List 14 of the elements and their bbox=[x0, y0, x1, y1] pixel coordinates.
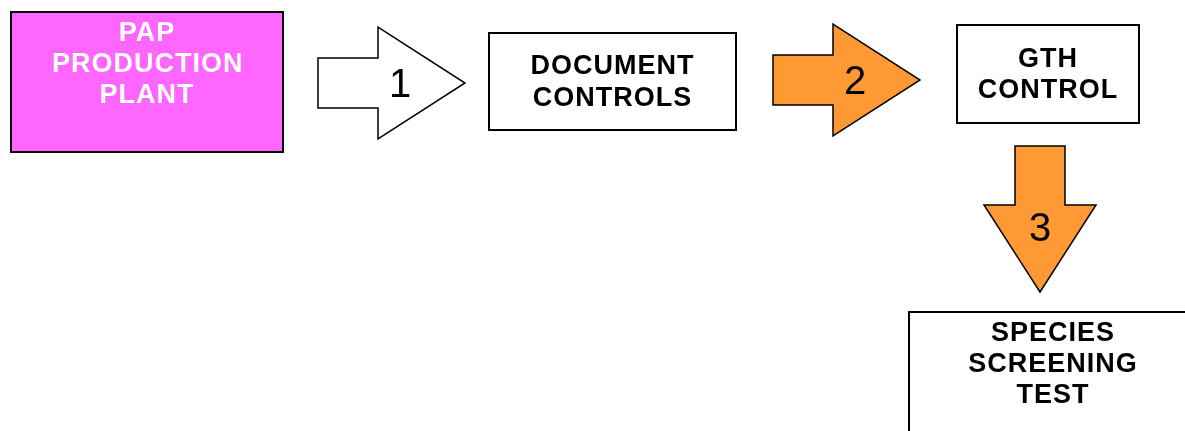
box-label: PAP PRODUCTION PLANT bbox=[51, 17, 245, 111]
process-box bbox=[10, 11, 284, 153]
box-label: SPECIES SCREENING TEST bbox=[967, 317, 1139, 411]
box-label: DOCUMENT CONTROLS bbox=[529, 50, 696, 113]
block-arrow bbox=[772, 22, 922, 138]
edge-label: 2 bbox=[843, 60, 867, 100]
process-box bbox=[488, 32, 737, 131]
edge-label: 1 bbox=[388, 63, 412, 103]
process-box bbox=[956, 24, 1140, 124]
process-box bbox=[908, 311, 1185, 431]
box-label: GTH CONTROL bbox=[976, 42, 1120, 106]
block-arrow bbox=[982, 145, 1098, 294]
block-arrow bbox=[317, 25, 467, 141]
edge-label: 3 bbox=[1028, 207, 1052, 247]
